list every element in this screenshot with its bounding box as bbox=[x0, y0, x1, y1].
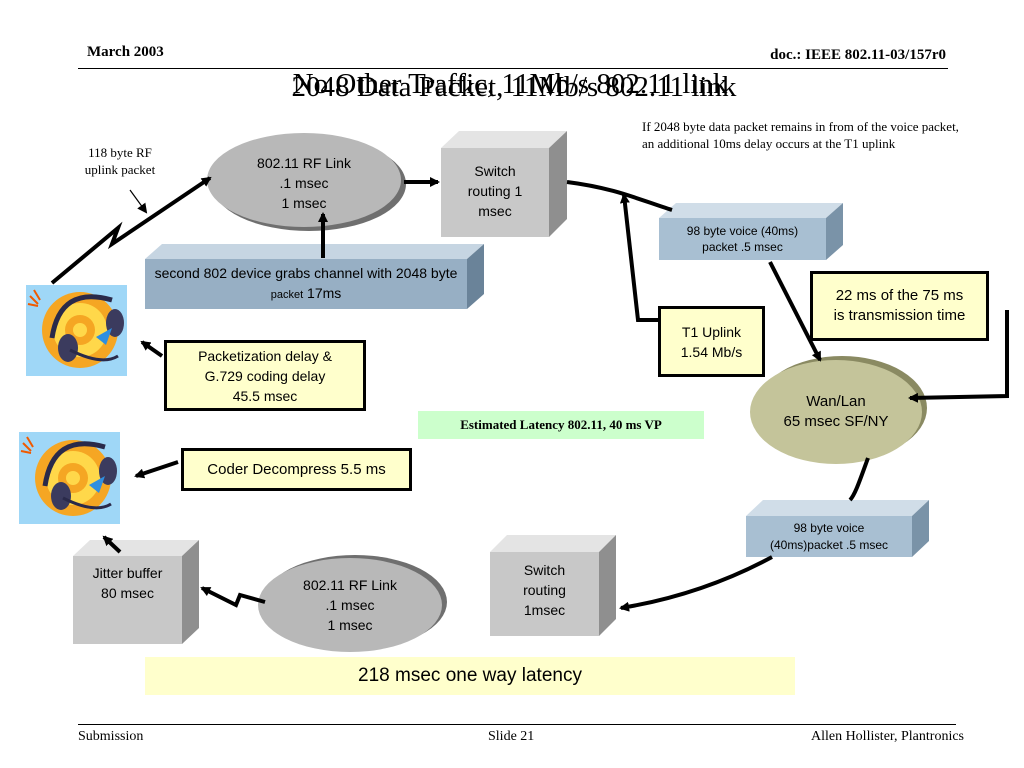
wan-to-voice-line bbox=[848, 457, 870, 502]
second-device-label: second 802 device grabs channel with 204… bbox=[145, 262, 467, 306]
jitter-buffer-label: Jitter buffer 80 msec bbox=[73, 560, 182, 606]
footer-submission: Submission bbox=[78, 729, 144, 744]
rf-link-bottom-text: 802.11 RF Link .1 msec 1 msec bbox=[303, 577, 397, 633]
second-device-shape bbox=[145, 244, 484, 309]
packetization-box: Packetization delay & G.729 coding delay… bbox=[164, 340, 366, 411]
jitter-buffer-shape bbox=[73, 540, 199, 644]
switch-top-text: Switch routing 1 msec bbox=[467, 163, 523, 219]
t1-arrow bbox=[619, 193, 660, 322]
document-id: doc.: IEEE 802.11-03/157r0 bbox=[770, 47, 946, 63]
jitter-to-headset-arrow bbox=[102, 535, 122, 554]
second-device-text: second 802 device grabs channel with 204… bbox=[145, 263, 467, 305]
coder-arrow bbox=[134, 460, 179, 479]
transmission-arrow bbox=[908, 310, 1009, 403]
estimated-latency-banner: Estimated Latency 802.11, 40 ms VP bbox=[418, 411, 704, 439]
coder-decompress-box: Coder Decompress 5.5 ms bbox=[181, 448, 412, 491]
packetization-arrow bbox=[140, 340, 164, 358]
delay-note: If 2048 byte data packet remains in from… bbox=[642, 119, 959, 151]
coder-decompress-text: Coder Decompress 5.5 ms bbox=[207, 460, 386, 478]
slide-date: March 2003 bbox=[87, 44, 164, 60]
rf-link-bottom-shape bbox=[258, 555, 447, 652]
footer-slide-number: Slide 21 bbox=[488, 729, 535, 744]
wan-shape bbox=[750, 356, 927, 464]
estimated-latency-text: Estimated Latency 802.11, 40 ms VP bbox=[460, 417, 662, 432]
voice-packet-bottom-label: 98 byte voice (40ms)packet .5 msec bbox=[746, 518, 912, 556]
transmission-time-box: 22 ms of the 75 ms is transmission time bbox=[810, 271, 989, 341]
headset-icon-bottom-art bbox=[19, 432, 120, 524]
rf-link-top-label: 802.11 RF Link .1 msec 1 msec bbox=[214, 150, 394, 216]
jitter-buffer-text: Jitter buffer 80 msec bbox=[92, 565, 163, 601]
transmission-time-text: 22 ms of the 75 ms is transmission time bbox=[833, 287, 966, 324]
voice-packet-top-shape bbox=[659, 203, 843, 260]
switch-top-label: Switch routing 1 msec bbox=[441, 151, 549, 231]
rf-to-jitter-zigzag-arrow bbox=[200, 586, 266, 608]
voice-packet-top-text: 98 byte voice (40ms) packet .5 msec bbox=[686, 224, 799, 254]
switch-to-voice-line bbox=[566, 180, 673, 212]
total-latency-banner: 218 msec one way latency bbox=[145, 657, 795, 695]
voice-packet-bottom-shape bbox=[746, 500, 929, 557]
voice-packet-top-label: 98 byte voice (40ms) packet .5 msec bbox=[659, 220, 826, 258]
voice-packet-bottom-text: 98 byte voice (40ms)packet .5 msec bbox=[769, 521, 889, 552]
rf-packet-note: 118 byte RF uplink packet bbox=[84, 145, 156, 177]
rf-link-top-text: 802.11 RF Link .1 msec 1 msec bbox=[257, 155, 351, 211]
rf-link-top-shape bbox=[207, 133, 406, 231]
slide-title-data-packet: 2048 Data Packet, 11Mb/s 802.11 link bbox=[291, 71, 737, 103]
connectors bbox=[50, 176, 1009, 612]
switch-bottom-text: Switch routing 1msec bbox=[523, 562, 566, 618]
slide-title-no-traffic: No Other Traffic, 11Mb/s 802.11 link bbox=[292, 68, 728, 100]
switch-bottom-shape bbox=[490, 535, 616, 636]
wan-text: Wan/Lan 65 msec SF/NY bbox=[783, 393, 889, 430]
rf-packet-pointer bbox=[129, 189, 148, 214]
second-device-main: second 802 device grabs channel with 204… bbox=[154, 265, 458, 281]
second-device-end: 17ms bbox=[307, 285, 342, 301]
voice-to-switch-arrow bbox=[619, 555, 773, 612]
total-latency-text: 218 msec one way latency bbox=[358, 665, 582, 686]
t1-uplink-box: T1 Uplink 1.54 Mb/s bbox=[658, 306, 765, 377]
uplink-zigzag-arrow bbox=[50, 176, 212, 285]
second-device-small: packet bbox=[270, 289, 304, 301]
t1-uplink-text: T1 Uplink 1.54 Mb/s bbox=[680, 323, 743, 360]
packetization-text: Packetization delay & G.729 coding delay… bbox=[198, 347, 332, 404]
switch-top-shape bbox=[441, 131, 567, 237]
wan-label: Wan/Lan 65 msec SF/NY bbox=[752, 390, 920, 434]
rf-link-bottom-label: 802.11 RF Link .1 msec 1 msec bbox=[260, 572, 440, 638]
footer-rule bbox=[78, 724, 956, 725]
headset-icon-top-art bbox=[26, 285, 127, 376]
voice-to-wan-arrow bbox=[768, 261, 822, 362]
header-rule bbox=[78, 68, 948, 69]
footer-author: Allen Hollister, Plantronics bbox=[810, 729, 964, 744]
switch-bottom-label: Switch routing 1msec bbox=[490, 552, 599, 628]
